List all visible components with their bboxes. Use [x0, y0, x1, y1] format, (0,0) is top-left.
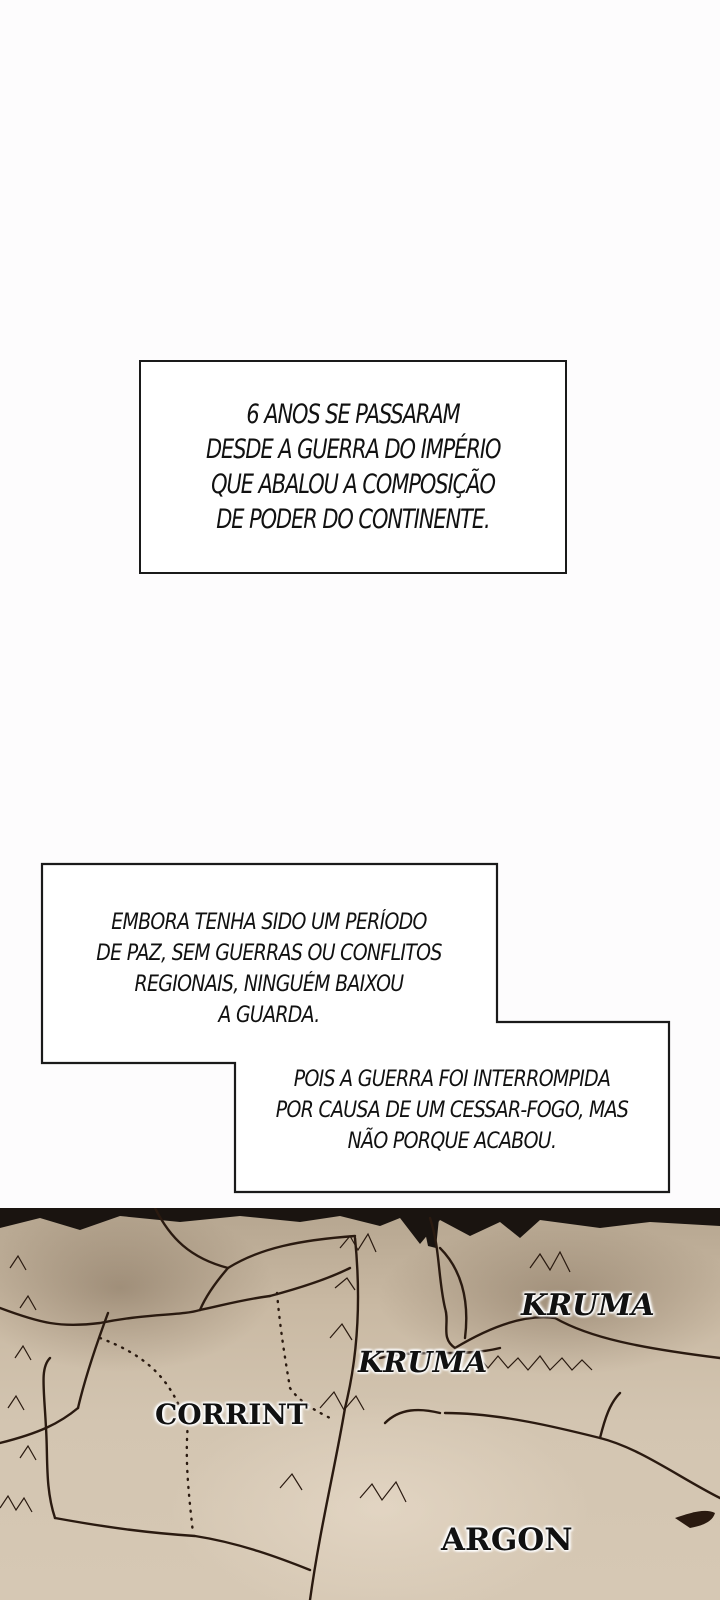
map-label-argon: ARGON	[441, 1522, 573, 1558]
map-label-kruma-east: KRUMA	[521, 1288, 655, 1323]
narration-line: POIS A GUERRA FOI INTERROMPIDA	[293, 1067, 611, 1092]
narration-line: POR CAUSA DE UM CESSAR-FOGO, MAS	[275, 1098, 629, 1123]
map-label-corrint: CORRINT	[155, 1398, 308, 1431]
narration-line: DE PAZ, SEM GUERRAS OU CONFLITOS	[96, 941, 442, 966]
narration-box-3: POIS A GUERRA FOI INTERROMPIDA POR CAUSA…	[235, 1064, 669, 1157]
narration-line: NÃO PORQUE ACABOU.	[347, 1129, 557, 1154]
narration-box-outline	[40, 862, 671, 1194]
narration-line: REGIONAIS, NINGUÉM BAIXOU	[134, 972, 405, 997]
narration-line: EMBORA TENHA SIDO UM PERÍODO	[111, 910, 427, 935]
map-illustration	[0, 1208, 720, 1600]
narration-line: 6 ANOS SE PASSARAM	[246, 399, 460, 430]
map-label-kruma-central: KRUMA	[358, 1345, 488, 1379]
narration-box-1: 6 ANOS SE PASSARAM DESDE A GUERRA DO IMP…	[139, 360, 567, 574]
narration-line: A GUARDA.	[218, 1003, 320, 1028]
narration-line: DESDE A GUERRA DO IMPÉRIO	[205, 434, 502, 465]
continent-map-panel	[0, 1208, 720, 1600]
narration-box-2: EMBORA TENHA SIDO UM PERÍODO DE PAZ, SEM…	[41, 907, 497, 1031]
narration-line: QUE ABALOU A COMPOSIÇÃO	[211, 469, 496, 500]
narration-line: DE PODER DO CONTINENTE.	[216, 504, 490, 535]
